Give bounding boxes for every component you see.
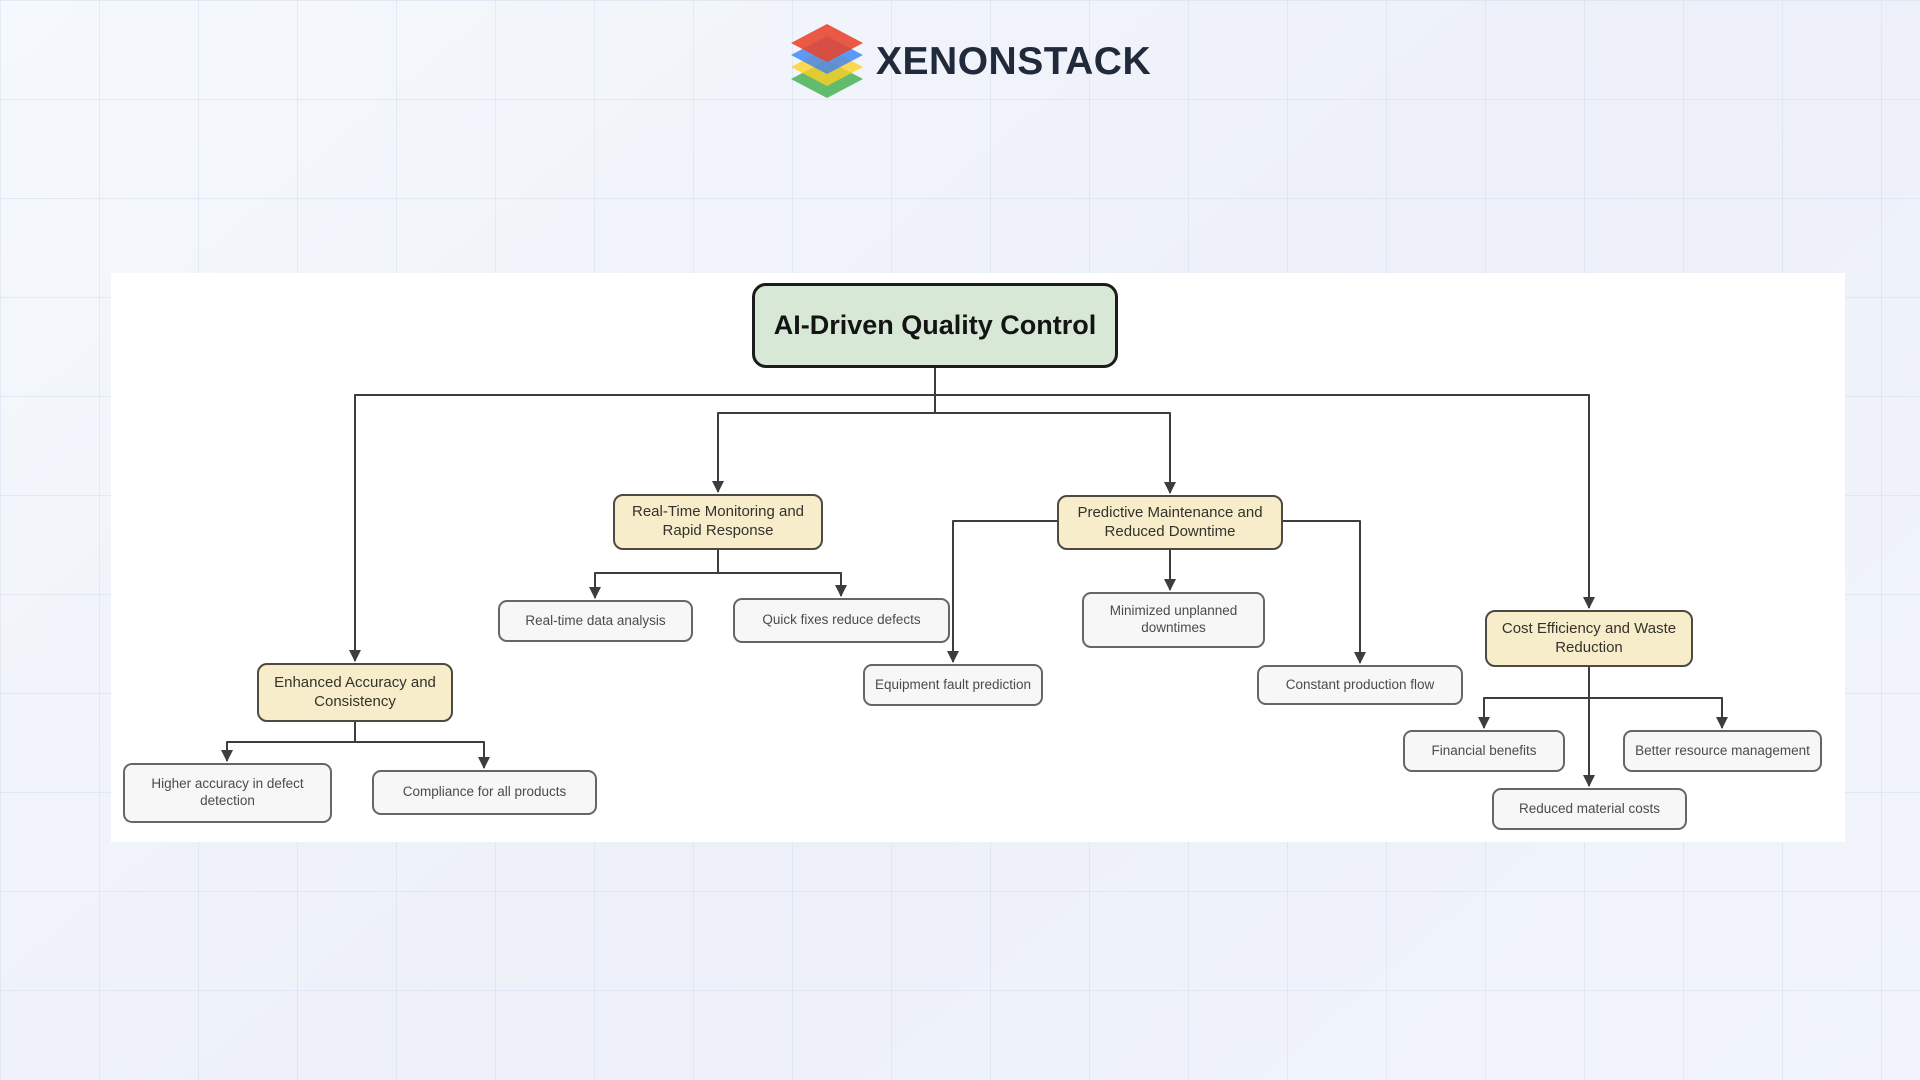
diagram-node-ai-driven-quality-control: AI-Driven Quality Control [752,283,1118,368]
diagram-node-enhanced-accuracy: Enhanced Accuracy and Consistency [257,663,453,722]
diagram-node-higher-accuracy-defect-detection: Higher accuracy in defect detection [123,763,332,823]
diagram-node-financial-benefits: Financial benefits [1403,730,1565,772]
xenonstack-logo-icon [791,24,863,98]
diagram-node-reduced-material-costs: Reduced material costs [1492,788,1687,830]
diagram-node-cost-efficiency: Cost Efficiency and Waste Reduction [1485,610,1693,667]
diagram-node-minimized-unplanned-downtimes: Minimized unplanned downtimes [1082,592,1265,648]
diagram-node-real-time-data-analysis: Real-time data analysis [498,600,693,642]
diagram-node-predictive-maintenance: Predictive Maintenance and Reduced Downt… [1057,495,1283,550]
diagram-node-real-time-monitoring: Real-Time Monitoring and Rapid Response [613,494,823,550]
diagram-node-better-resource-management: Better resource management [1623,730,1822,772]
xenonstack-logo-text: XENONSTACK [876,39,1152,83]
diagram-node-compliance-all-products: Compliance for all products [372,770,597,815]
diagram-node-constant-production-flow: Constant production flow [1257,665,1463,705]
xenonstack-logo[interactable]: XENONSTACK [789,24,1151,98]
diagram-node-quick-fixes-reduce-defects: Quick fixes reduce defects [733,598,950,643]
diagram-node-equipment-fault-prediction: Equipment fault prediction [863,664,1043,706]
